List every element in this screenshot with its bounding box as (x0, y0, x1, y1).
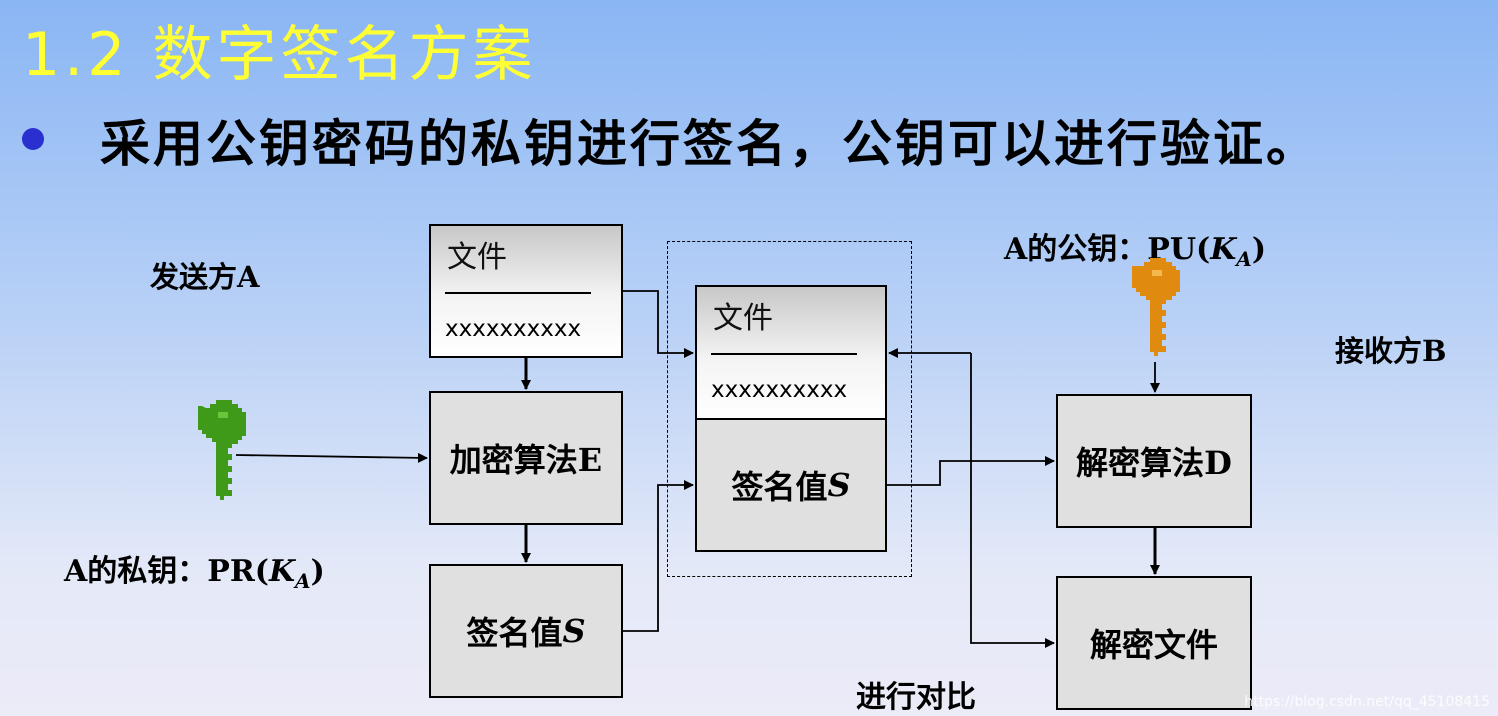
document-left-content: xxxxxxxxxx (445, 316, 582, 342)
arrow-compare-to-file (970, 353, 1055, 648)
watermark: https://blog.csdn.net/qq_45108415 (1244, 694, 1490, 710)
public-key-label: A的公钥：PU(KA) (1004, 224, 1266, 271)
sender-label: 发送方A (150, 260, 260, 294)
private-key-label: A的私钥：PR(KA) (64, 546, 325, 593)
public-key-label-prefix: A的公钥：PU( (1004, 232, 1211, 267)
private-key-label-k: K (268, 554, 296, 589)
public-key-label-sub: A (1236, 247, 1252, 271)
bullet-dot (22, 128, 44, 150)
document-left-title: 文件 (447, 240, 507, 275)
document-center: 文件 xxxxxxxxxx (695, 285, 887, 419)
private-key-label-sub: A (295, 569, 311, 593)
bullet-text: 采用公钥密码的私钥进行签名，公钥可以进行验证。 (100, 114, 1319, 173)
public-key-label-k: K (1210, 232, 1237, 267)
decrypt-algorithm-box: 解密算法D (1056, 394, 1252, 528)
document-center-rule (711, 353, 857, 355)
document-left-rule (445, 292, 591, 294)
public-key-icon (1132, 258, 1180, 356)
arrow-private-key-to-encrypt (235, 452, 428, 463)
decrypted-file-box: 解密文件 (1056, 576, 1252, 710)
slide-title: 1.2 数字签名方案 (22, 20, 537, 90)
signed-message-group (667, 241, 912, 577)
document-left: 文件 xxxxxxxxxx (429, 224, 623, 358)
arrow-signature-to-signed-signature (623, 480, 694, 632)
encrypt-algorithm-box: 加密算法E (429, 391, 623, 525)
private-key-icon (198, 400, 246, 500)
public-key-label-suffix: ) (1251, 232, 1267, 267)
arrow-doc-to-signed-doc (623, 290, 694, 358)
private-key-label-suffix: ) (310, 554, 325, 589)
document-center-content: xxxxxxxxxx (711, 377, 848, 403)
signature-left-var: S (562, 612, 586, 650)
signature-left-text: 签名值 (466, 614, 563, 652)
compare-label: 进行对比 (856, 680, 976, 715)
receiver-label: 接收方B (1335, 334, 1447, 368)
arrow-signature-to-decrypt (887, 456, 1055, 486)
signature-center-text: 签名值 (731, 468, 828, 506)
private-key-label-prefix: A的私钥：PR( (64, 554, 269, 589)
document-center-title: 文件 (713, 301, 773, 336)
signature-center-var: S (827, 466, 851, 504)
